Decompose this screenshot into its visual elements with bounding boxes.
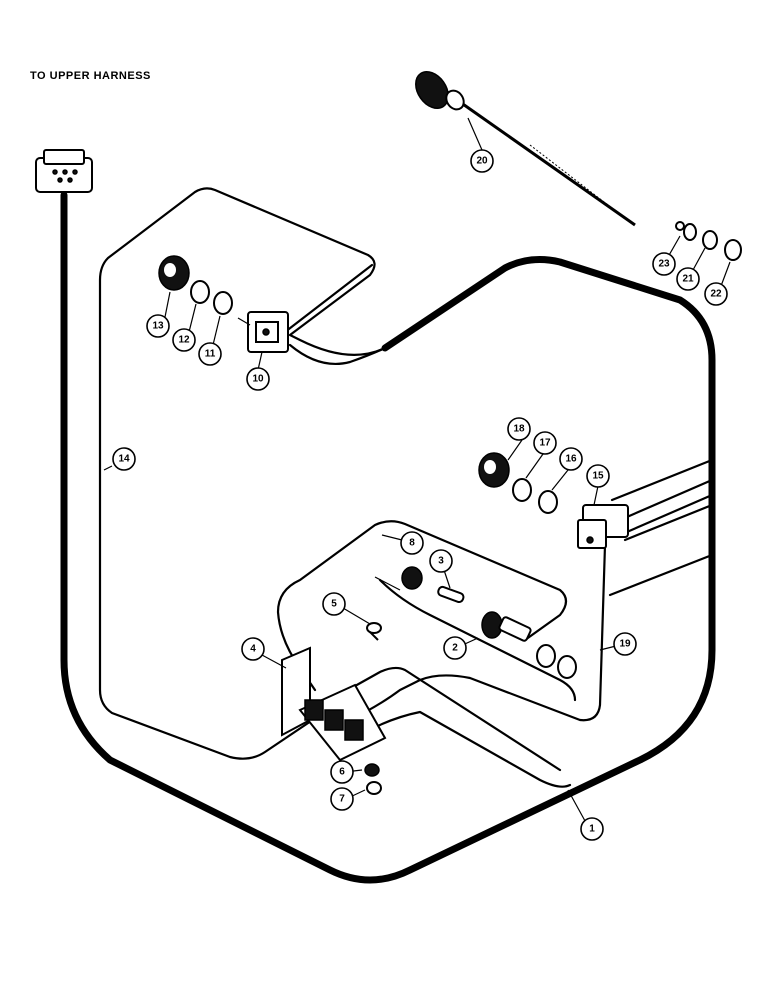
callout-13: 13 xyxy=(146,314,170,338)
washer-22 xyxy=(724,239,742,261)
wire-switch-10b xyxy=(283,263,374,334)
svg-text:23: 23 xyxy=(658,259,670,270)
svg-text:12: 12 xyxy=(178,335,190,346)
callout-6: 6 xyxy=(330,760,354,784)
callout-7: 7 xyxy=(330,787,354,811)
svg-text:19: 19 xyxy=(619,639,631,650)
svg-text:15: 15 xyxy=(592,471,604,482)
callout-11: 11 xyxy=(198,342,222,366)
svg-text:14: 14 xyxy=(118,454,130,465)
svg-text:20: 20 xyxy=(476,156,488,167)
nut-7 xyxy=(366,781,382,795)
callout-5: 5 xyxy=(322,592,346,616)
svg-text:17: 17 xyxy=(539,438,551,449)
washer-2a xyxy=(536,644,556,668)
callout-16: 16 xyxy=(559,447,583,471)
wire-8 xyxy=(276,520,568,692)
upper-harness-connector xyxy=(35,149,93,193)
callout-18: 18 xyxy=(507,417,531,441)
callout-3: 3 xyxy=(429,549,453,573)
svg-text:21: 21 xyxy=(682,274,694,285)
leader-lines xyxy=(103,117,731,831)
callout-23: 23 xyxy=(652,252,676,276)
wire-lower-a xyxy=(348,543,607,722)
callout-21: 21 xyxy=(676,267,700,291)
svg-text:2: 2 xyxy=(452,643,458,654)
washer-2b xyxy=(557,655,577,679)
switch-15 xyxy=(577,504,629,549)
svg-text:5: 5 xyxy=(331,599,337,610)
svg-text:10: 10 xyxy=(252,374,264,385)
svg-text:11: 11 xyxy=(205,349,216,360)
wire-switch-10 xyxy=(288,343,387,366)
cable-20 xyxy=(415,71,685,231)
svg-text:13: 13 xyxy=(152,321,164,332)
panel-lines xyxy=(608,458,714,597)
callout-19: 19 xyxy=(613,632,637,656)
callout-10: 10 xyxy=(246,367,270,391)
fuse-holder-2 xyxy=(374,566,532,642)
knob-18 xyxy=(478,452,510,488)
callout-22: 22 xyxy=(704,282,728,306)
svg-text:22: 22 xyxy=(710,289,722,300)
wire-14 xyxy=(98,187,387,760)
callout-14: 14 xyxy=(112,447,136,471)
svg-text:8: 8 xyxy=(409,538,415,549)
svg-text:18: 18 xyxy=(513,424,525,435)
svg-text:6: 6 xyxy=(339,767,345,778)
callout-4: 4 xyxy=(241,637,265,661)
washer-23 xyxy=(683,223,697,241)
screw-5 xyxy=(366,622,382,641)
callout-1: 1 xyxy=(580,817,604,841)
washer-21 xyxy=(702,230,718,250)
wire-19 xyxy=(378,578,577,702)
terminal-bracket-4 xyxy=(281,646,387,762)
washer-16 xyxy=(538,490,558,514)
wire-lower-c xyxy=(328,666,562,772)
callout-15: 15 xyxy=(586,464,610,488)
svg-text:1: 1 xyxy=(589,824,595,835)
svg-text:7: 7 xyxy=(339,794,345,805)
washer-17 xyxy=(512,478,532,502)
callout-12: 12 xyxy=(172,328,196,352)
callout-8: 8 xyxy=(400,531,424,555)
callout-17: 17 xyxy=(533,431,557,455)
washer-12 xyxy=(190,280,210,304)
callout-2: 2 xyxy=(443,636,467,660)
callout-20: 20 xyxy=(470,149,494,173)
svg-text:4: 4 xyxy=(250,644,256,655)
washer-11 xyxy=(213,291,233,315)
svg-text:3: 3 xyxy=(438,556,444,567)
main-harness xyxy=(60,191,716,884)
wire-lower-b xyxy=(358,710,572,788)
knob-13 xyxy=(158,255,190,291)
switch-10 xyxy=(237,311,289,353)
svg-text:16: 16 xyxy=(565,454,577,465)
header-label: TO UPPER HARNESS xyxy=(30,70,151,82)
nut-6 xyxy=(364,763,380,777)
